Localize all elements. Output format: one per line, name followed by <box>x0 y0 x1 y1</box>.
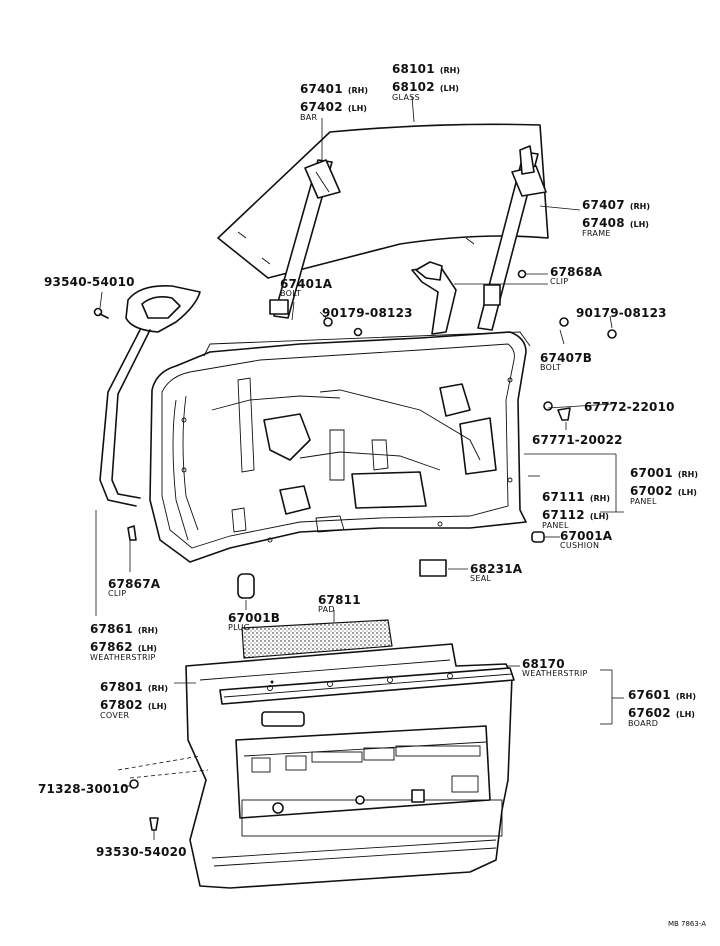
label-pad: 67811 PAD <box>318 593 361 614</box>
pad <box>241 619 393 659</box>
door-glass <box>217 123 549 279</box>
label-bolt-bottom: 71328-30010 <box>38 782 129 796</box>
label-panel-inner: 67111 (RH) 67112 (LH) PANEL <box>542 490 611 530</box>
label-bolt-a: 67401A BOLT <box>280 277 333 298</box>
label-bolt-b: 67407B BOLT <box>540 351 593 372</box>
inner-door-panel <box>149 331 531 563</box>
label-cushion: 67001A CUSHION <box>560 529 613 550</box>
label-frame: 67407 (RH) 67408 (LH) FRAME <box>582 198 651 238</box>
label-cover: 67801 (RH) 67802 (LH) COVER <box>100 680 169 720</box>
label-part-22010: 67772-22010 <box>584 400 675 414</box>
label-nut-right: 90179-08123 <box>576 306 667 320</box>
label-bar: 67401 (RH) 67402 (LH) BAR <box>300 82 369 122</box>
label-part-20022: 67771-20022 <box>532 433 623 447</box>
label-weatherstrip-right: 68170 WEATHERSTRIP <box>522 657 588 678</box>
label-screw-top: 93540-54010 <box>44 275 135 289</box>
fasteners-bottom <box>117 755 209 831</box>
plug <box>237 573 255 599</box>
glass-guide-bracket <box>411 261 457 335</box>
label-screw-bottom: 93530-54020 <box>96 845 187 859</box>
label-weatherstrip-left: 67861 (RH) 67862 (LH) WEATHERSTRIP <box>90 622 159 662</box>
label-glass: 68101 (RH) 68102 (LH) GLASS <box>392 62 461 102</box>
door-trim-board <box>185 643 515 889</box>
label-clip-top: 67868A CLIP <box>550 265 603 286</box>
fasteners-top <box>93 269 617 577</box>
label-clip-left: 67867A CLIP <box>108 577 161 598</box>
leader-lines <box>95 95 624 840</box>
drawing-code: MB 7863-A <box>667 920 706 928</box>
label-seal: 68231A SEAL <box>470 562 523 583</box>
mirror-and-weatherstrip <box>99 284 201 507</box>
label-board: 67601 (RH) 67602 (LH) BOARD <box>628 688 697 728</box>
regulator-bar <box>269 159 341 319</box>
label-nut-left: 90179-08123 <box>322 306 413 320</box>
label-plug: 67001B PLUG <box>228 611 281 632</box>
window-frame <box>477 145 547 331</box>
label-panel-outer: 67001 (RH) 67002 (LH) PANEL <box>630 466 699 506</box>
